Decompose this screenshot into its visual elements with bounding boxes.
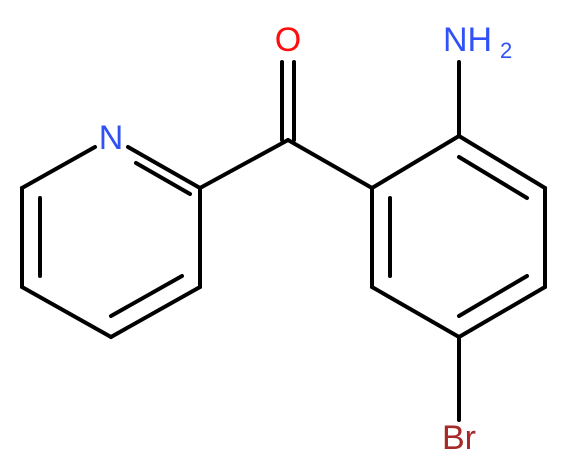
- bond-benzene-c4-c5-inner: [457, 274, 529, 318]
- bond-pyridine-n-c6: [20, 145, 97, 190]
- bond-benzene-c2-c3: [457, 134, 547, 190]
- bond-carbonyl-pyridine: [198, 138, 290, 190]
- bonds: [20, 60, 547, 422]
- oxygen-label: O: [275, 21, 301, 59]
- atom-labels: O N NH 2 Br: [99, 21, 513, 457]
- pyridine-nitrogen-label: N: [99, 119, 124, 157]
- amine-subscript: 2: [500, 38, 512, 63]
- amine-label: NH: [443, 21, 492, 59]
- bond-pyridine-c4-c3: [109, 285, 202, 339]
- bromine-label: Br: [442, 419, 476, 457]
- bond-benzene-c4-c5: [457, 285, 547, 339]
- bond-benzene-c2-c3-inner: [457, 155, 529, 200]
- bond-pyridine-c5-c4: [20, 285, 113, 339]
- bond-benzene-c1-c2: [370, 134, 461, 190]
- bond-benzene-c5-c6: [370, 285, 461, 339]
- bond-pyridine-c4-c3-inner: [109, 274, 184, 318]
- bond-carbonyl-benzene: [286, 138, 374, 190]
- bond-pyridine-c2-n-inner: [134, 161, 192, 196]
- bond-pyridine-c2-n: [126, 145, 202, 190]
